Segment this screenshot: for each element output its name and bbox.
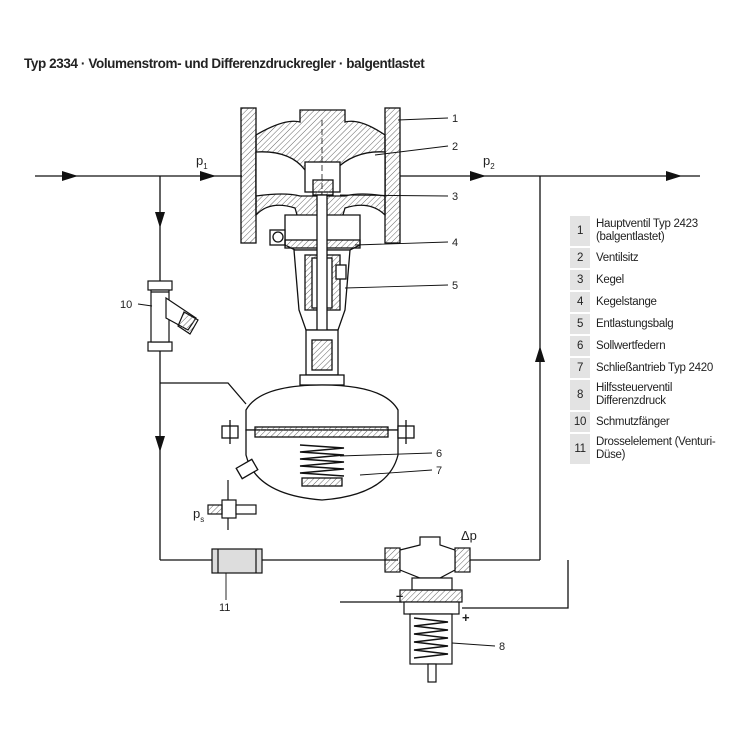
legend-text: Kegelstange	[596, 295, 657, 308]
callout-10: 10	[120, 299, 132, 311]
legend-text: Kegel	[596, 273, 624, 286]
callout-5: 5	[452, 280, 458, 292]
minus-label: –	[396, 588, 403, 603]
legend-number: 4	[570, 292, 590, 312]
aux-control-valve	[384, 536, 471, 683]
dp-label: Δp	[461, 528, 477, 543]
p2-label: p2	[483, 153, 495, 171]
legend-number: 5	[570, 314, 590, 334]
diagram-title: Typ 2334 · Volumenstrom- und Differenzdr…	[24, 56, 425, 71]
legend-text: Entlastungsbalg	[596, 317, 674, 330]
legend-row: 10 Schmutzfänger	[570, 412, 730, 432]
actuator	[221, 384, 415, 501]
callout-6: 6	[436, 448, 442, 460]
callout-7: 7	[436, 465, 442, 477]
leader-lines	[137, 117, 496, 647]
legend-number: 10	[570, 412, 590, 432]
legend-row: 5 Entlastungsbalg	[570, 314, 730, 334]
legend-text: Hauptventil Typ 2423 (balgentlastet)	[596, 218, 698, 243]
legend-text: Ventilsitz	[596, 251, 639, 264]
legend-number: 11	[570, 434, 590, 464]
legend-number: 2	[570, 248, 590, 268]
piping	[35, 175, 700, 609]
legend-number: 8	[570, 380, 590, 410]
legend-text: Schmutzfänger	[596, 415, 670, 428]
legend-text: Hilfssteuerventil Differenzdruck	[596, 382, 673, 407]
ps-fitting	[207, 480, 257, 530]
legend-number: 7	[570, 358, 590, 378]
legend-text: Drosselelement (Venturi-Düse)	[596, 436, 716, 461]
plus-label: +	[462, 610, 470, 625]
callout-2: 2	[452, 141, 458, 153]
legend-number: 3	[570, 270, 590, 290]
legend-row: 7 Schließantrieb Typ 2420	[570, 358, 730, 378]
legend-number: 1	[570, 216, 590, 246]
strainer	[147, 280, 199, 352]
legend-row: 6 Sollwertfedern	[570, 336, 730, 356]
legend-text: Schließantrieb Typ 2420	[596, 361, 713, 374]
legend-text: Sollwertfedern	[596, 339, 666, 352]
venturi	[211, 548, 263, 574]
legend-row: 4 Kegelstange	[570, 292, 730, 312]
legend-row: 2 Ventilsitz	[570, 248, 730, 268]
legend-row: 3 Kegel	[570, 270, 730, 290]
callout-11: 11	[219, 602, 230, 614]
callout-4: 4	[452, 237, 458, 249]
main-valve	[240, 107, 401, 420]
ps-label: ps	[193, 506, 204, 524]
p1-label: p1	[196, 153, 208, 171]
flow-arrows	[62, 171, 682, 452]
legend-number: 6	[570, 336, 590, 356]
callout-8: 8	[499, 641, 505, 653]
aux-spring	[413, 617, 449, 659]
setpoint-springs	[299, 444, 345, 477]
callout-3: 3	[452, 191, 458, 203]
callout-1: 1	[452, 113, 458, 125]
